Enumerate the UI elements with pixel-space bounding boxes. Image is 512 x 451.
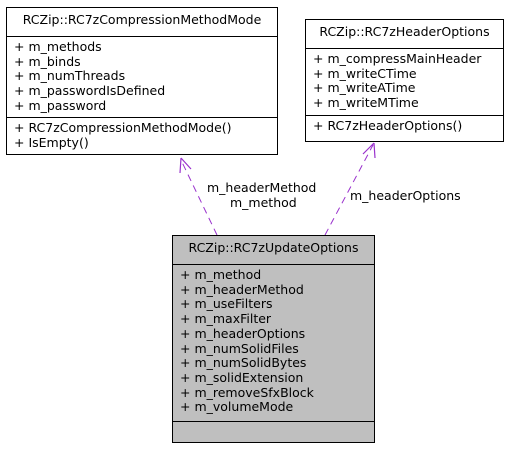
edge-label-header-method: m_headerMethod <box>207 180 317 195</box>
arrowhead-mode <box>179 157 192 174</box>
attribute: + m_passwordIsDefined <box>14 83 166 99</box>
attribute: + m_volumeMode <box>180 399 294 415</box>
attributes-section: + m_method + m_headerMethod + m_useFilte… <box>173 264 374 421</box>
attribute: + m_removeSfxBlock <box>180 384 314 400</box>
edge-label-method: m_method <box>230 195 297 210</box>
class-box-compression-method-mode: RCZip::RC7zCompressionMethodMode + m_met… <box>6 7 278 155</box>
arrowhead-header <box>362 142 376 159</box>
operation: + RC7zHeaderOptions() <box>313 118 463 133</box>
edge-mode-to-update <box>180 159 218 236</box>
attributes-section: + m_methods + m_binds + m_numThreads + m… <box>7 36 277 117</box>
class-title: RCZip::RC7zHeaderOptions <box>319 24 490 39</box>
attribute: + m_writeCTime <box>313 65 417 81</box>
class-box-update-options: RCZip::RC7zUpdateOptions + m_method + m_… <box>172 235 375 443</box>
attributes-section: + m_compressMainHeader + m_writeCTime + … <box>306 48 503 115</box>
attribute: + m_maxFilter <box>180 311 272 327</box>
attribute: + m_password <box>14 97 107 113</box>
operations-section: + RC7zHeaderOptions() <box>306 115 503 141</box>
edge-header-to-update <box>324 144 374 236</box>
attribute: + m_numSolidFiles <box>180 340 299 356</box>
operation: + RC7zCompressionMethodMode() <box>14 120 232 135</box>
attribute: + m_solidExtension <box>180 369 304 385</box>
class-title: RCZip::RC7zUpdateOptions <box>188 240 359 255</box>
attribute: + m_numSolidBytes <box>180 355 307 371</box>
attribute: + m_binds <box>14 53 81 69</box>
attribute: + m_compressMainHeader <box>313 51 482 66</box>
operation: + IsEmpty() <box>14 134 89 150</box>
operations-section <box>173 421 374 442</box>
edge-label-header-options: m_headerOptions <box>350 188 461 203</box>
attribute: + m_writeMTime <box>313 95 419 111</box>
class-title: RCZip::RC7zCompressionMethodMode <box>22 12 262 27</box>
attribute: + m_numThreads <box>14 68 126 84</box>
attribute: + m_methods <box>14 39 102 54</box>
attribute: + m_method <box>180 267 262 282</box>
class-box-header-options: RCZip::RC7zHeaderOptions + m_compressMai… <box>305 19 504 142</box>
attribute: + m_headerMethod <box>180 281 304 297</box>
operations-section: + RC7zCompressionMethodMode() + IsEmpty(… <box>7 117 277 154</box>
attribute: + m_useFilters <box>180 296 273 312</box>
attribute: + m_headerOptions <box>180 325 306 341</box>
attribute: + m_writeATime <box>313 80 416 96</box>
